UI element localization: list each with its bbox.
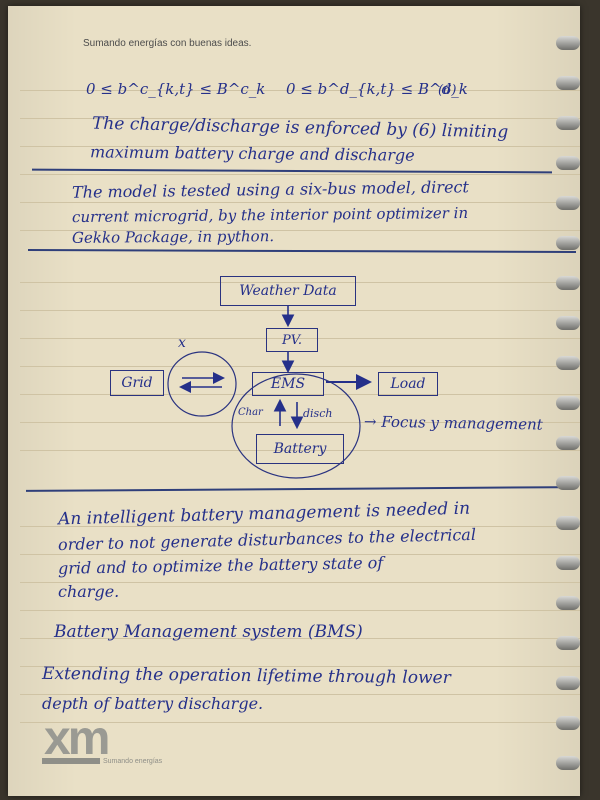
load-label: Load bbox=[390, 376, 426, 392]
ruled-line bbox=[20, 694, 580, 695]
spiral-ring bbox=[556, 636, 580, 650]
logo-bar bbox=[42, 758, 100, 764]
note-line: charge. bbox=[58, 582, 120, 601]
ruled-line bbox=[20, 90, 580, 91]
ruled-line bbox=[20, 554, 580, 555]
spiral-ring bbox=[556, 116, 580, 130]
equation-number: (6) bbox=[438, 83, 457, 98]
equation-right: 0 ≤ b^d_{k,t} ≤ B^d_k bbox=[286, 80, 468, 98]
spiral-ring bbox=[556, 236, 580, 250]
spiral-ring bbox=[556, 756, 580, 770]
ruled-line bbox=[20, 338, 580, 339]
load-box: Load bbox=[378, 372, 438, 396]
ems-box: EMS bbox=[252, 372, 324, 396]
spiral-ring bbox=[556, 36, 580, 50]
ruled-line bbox=[20, 230, 580, 231]
logo-subtitle: Sumando energías bbox=[103, 758, 163, 765]
notebook-page: Sumando energías con buenas ideas. 0 ≤ b… bbox=[8, 6, 580, 796]
ruled-line bbox=[20, 722, 580, 723]
ruled-line bbox=[20, 582, 580, 583]
ruled-line bbox=[20, 610, 580, 611]
spiral-ring bbox=[556, 436, 580, 450]
ruled-line bbox=[20, 282, 580, 283]
spiral-ring bbox=[556, 156, 580, 170]
weather-data-box: Weather Data bbox=[220, 276, 356, 306]
spiral-ring bbox=[556, 716, 580, 730]
pv-box: PV. bbox=[266, 328, 318, 352]
ruled-line bbox=[20, 450, 580, 451]
ruled-line bbox=[20, 526, 580, 527]
ruled-line bbox=[20, 310, 580, 311]
bms-heading: Battery Management system (BMS) bbox=[54, 622, 363, 642]
spiral-ring bbox=[556, 76, 580, 90]
ruled-line bbox=[20, 202, 580, 203]
spiral-ring bbox=[556, 556, 580, 570]
note-line: depth of battery discharge. bbox=[42, 694, 264, 713]
spiral-ring bbox=[556, 356, 580, 370]
discharge-label: disch bbox=[303, 407, 333, 420]
focus-note: → Focus y management bbox=[363, 412, 543, 434]
ruled-line bbox=[20, 118, 580, 119]
cross-mark: x bbox=[178, 335, 186, 351]
spiral-ring bbox=[556, 196, 580, 210]
spiral-ring bbox=[556, 396, 580, 410]
spiral-ring bbox=[556, 596, 580, 610]
ems-label: EMS bbox=[270, 376, 306, 392]
equation-left: 0 ≤ b^c_{k,t} ≤ B^c_k bbox=[86, 80, 266, 98]
ruled-line bbox=[20, 638, 580, 639]
battery-label: Battery bbox=[273, 441, 327, 457]
weather-data-label: Weather Data bbox=[239, 283, 337, 299]
spiral-ring bbox=[556, 676, 580, 690]
spiral-ring bbox=[556, 276, 580, 290]
ruled-line bbox=[20, 174, 580, 175]
ruled-line bbox=[20, 394, 580, 395]
ruled-line bbox=[20, 146, 580, 147]
spiral-ring bbox=[556, 516, 580, 530]
note-line: Extending the operation lifetime through… bbox=[41, 663, 451, 689]
charge-label: Char bbox=[238, 407, 263, 418]
battery-box: Battery bbox=[256, 434, 344, 464]
header-tagline: Sumando energías con buenas ideas. bbox=[83, 38, 252, 49]
grid-box: Grid bbox=[110, 370, 164, 396]
ruled-line bbox=[20, 666, 580, 667]
block-diagram bbox=[167, 306, 372, 479]
grid-label: Grid bbox=[121, 375, 153, 391]
battery-circle bbox=[231, 373, 361, 479]
pv-label: PV. bbox=[282, 332, 302, 348]
spiral-ring bbox=[556, 316, 580, 330]
spiral-ring bbox=[556, 476, 580, 490]
xm-logo: xm bbox=[44, 712, 110, 765]
grid-circle bbox=[167, 351, 237, 417]
ruled-line bbox=[20, 366, 580, 367]
